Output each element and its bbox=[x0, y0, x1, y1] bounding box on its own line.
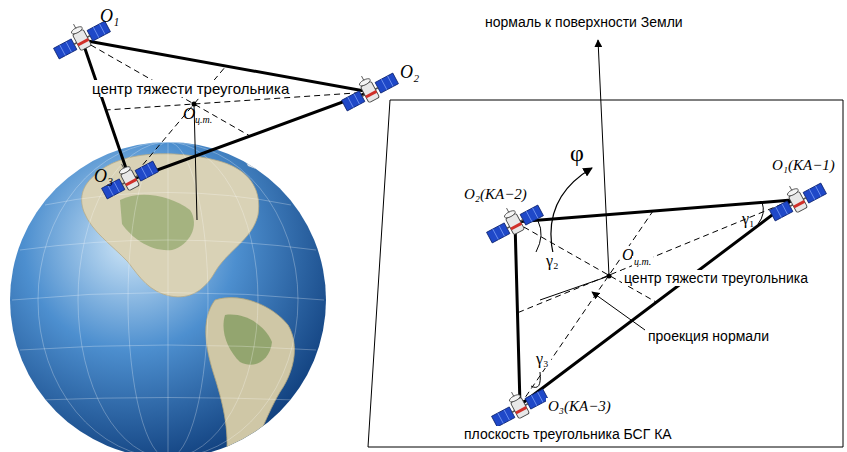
drawing-path bbox=[40, 398, 296, 401]
callout-label: O₂ bbox=[398, 62, 421, 83]
drawing-use bbox=[336, 62, 400, 113]
drawing-polygon bbox=[515, 200, 792, 405]
satellite-label: O₂(КА−2) bbox=[462, 186, 529, 203]
triangle-plane bbox=[368, 40, 843, 447]
drawing-path bbox=[20, 240, 316, 250]
drawing-line bbox=[517, 200, 792, 313]
drawing-circle bbox=[10, 142, 326, 452]
drawing-path bbox=[758, 202, 763, 224]
drawing-g bbox=[82, 40, 370, 180]
drawing-ellipse bbox=[38, 142, 298, 452]
drawing-use bbox=[486, 378, 550, 429]
drawing-path bbox=[206, 298, 295, 452]
callout-label: O₁ bbox=[98, 6, 121, 27]
drawing-use bbox=[764, 172, 828, 223]
angle-label: φ bbox=[568, 140, 586, 168]
angle-label: γ₁ bbox=[740, 210, 757, 228]
normal-label: нормаль к поверхности Земли bbox=[483, 14, 685, 30]
drawing-path bbox=[20, 345, 316, 350]
satellite-label: O₃(КА−3) bbox=[546, 398, 613, 415]
drawing-path bbox=[45, 193, 291, 206]
drawing-g bbox=[12, 142, 324, 452]
drawing-polygon bbox=[368, 100, 843, 447]
drawing-path bbox=[531, 372, 540, 387]
drawing-ellipse bbox=[78, 142, 258, 452]
center-label: центр тяжести треугольника bbox=[622, 270, 810, 286]
plane-label: плоскость треугольника БСГ КА bbox=[462, 426, 674, 442]
angle-label: γ₃ bbox=[534, 350, 551, 368]
drawing-g bbox=[515, 200, 792, 405]
drawing-line bbox=[515, 222, 656, 302]
drawing-path bbox=[120, 195, 194, 250]
drawing-path bbox=[82, 154, 259, 297]
drawing-g bbox=[12, 142, 324, 452]
earth-globe bbox=[10, 142, 326, 452]
satellite-label: O₁(КА−1) bbox=[770, 157, 837, 174]
drawing-polygon bbox=[82, 40, 370, 180]
projection-label: проекция нормали bbox=[646, 328, 771, 344]
subscript-label: ц.т. bbox=[632, 256, 653, 268]
angle-label: γ₂ bbox=[544, 252, 561, 270]
drawing-path bbox=[240, 149, 290, 173]
subscript-label: ц.т. bbox=[193, 114, 214, 126]
callout-label: O₃ bbox=[92, 166, 115, 187]
drawing-path bbox=[12, 293, 324, 301]
drawing-path bbox=[551, 168, 592, 262]
center-label: центр тяжести треугольника bbox=[90, 80, 291, 97]
drawing-path bbox=[536, 221, 541, 252]
left-triangle bbox=[48, 10, 400, 220]
drawing-path bbox=[223, 315, 272, 365]
drawing-line bbox=[592, 292, 645, 330]
drawing-line bbox=[520, 211, 653, 405]
drawing-line bbox=[598, 40, 609, 276]
drawing-line bbox=[168, 142, 169, 452]
callout-label: O bbox=[181, 104, 197, 124]
